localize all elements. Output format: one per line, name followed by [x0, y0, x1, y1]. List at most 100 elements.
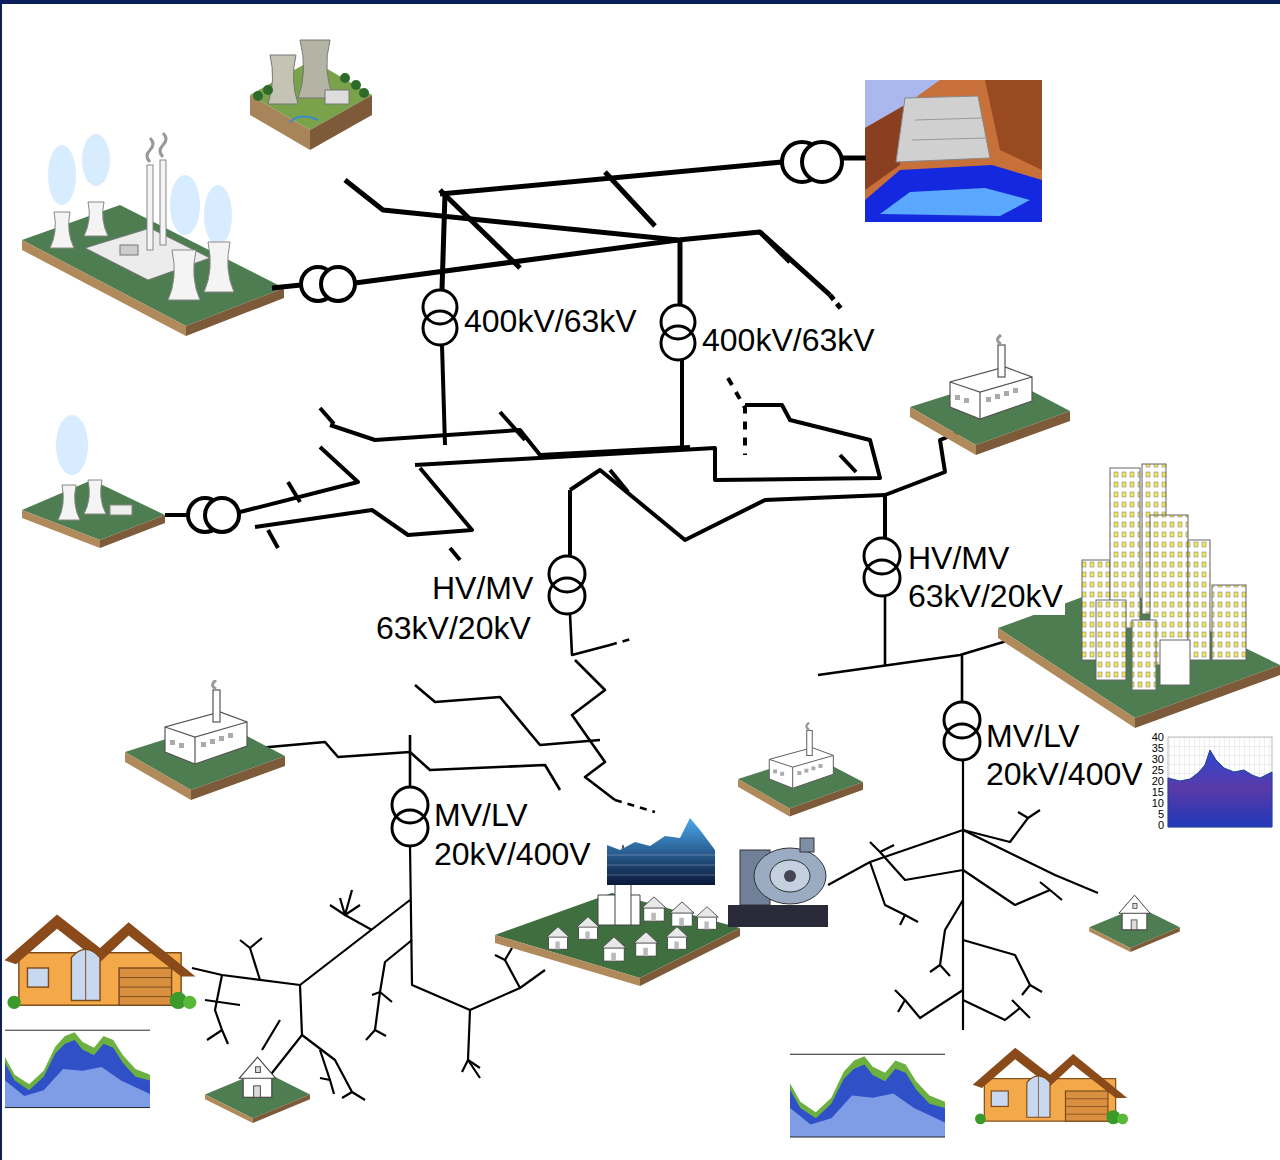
generator-transformer: [272, 267, 355, 301]
village-icon-part: [602, 937, 626, 961]
house-icon-part: [1089, 895, 1180, 952]
small-plant-icon-part: [110, 505, 132, 515]
distribution-line-part: [572, 660, 615, 800]
axis-tick-label: 20: [1148, 776, 1164, 787]
thermal-plant-icon-part: [120, 245, 138, 255]
transformer-symbol-part: [864, 538, 900, 574]
low-voltage-feeder-part: [900, 915, 918, 925]
gas-turbine-icon: [728, 838, 828, 927]
village-icon-part: [547, 927, 570, 950]
transmission-line-part: [678, 240, 683, 305]
low-voltage-feeder-part: [340, 898, 360, 915]
low-voltage-feeder-part: [963, 940, 1030, 985]
nuclear-plant-icon-part: [253, 91, 263, 101]
subtransmission-line: [240, 345, 965, 560]
transformer-symbol: [423, 290, 695, 360]
low-voltage-feeder-part: [205, 1000, 240, 1005]
low-voltage-feeder-part: [320, 1078, 334, 1094]
city-icon-part: [1160, 640, 1190, 685]
subtransmission-line-part: [568, 490, 572, 556]
thermal-plant-icon-part: [186, 288, 284, 336]
distribution-line-part: [884, 596, 887, 665]
small-plant-icon-part: [58, 485, 80, 520]
thermal-plant-icon-part: [82, 134, 110, 186]
factory-icon: [125, 335, 1070, 816]
low-voltage-feeder-part: [930, 965, 950, 976]
subtransmission-line-part: [288, 482, 300, 502]
low-voltage-feeder-part: [330, 905, 372, 930]
low-voltage-feeder-part: [828, 830, 963, 885]
city-icon-part: [1135, 665, 1280, 728]
transformer-label: HV/MV: [430, 570, 535, 607]
hydro-dam-icon-part: [912, 138, 986, 140]
subtransmission-line-part: [240, 447, 358, 512]
gas-turbine-icon-part: [800, 838, 814, 852]
load-profile-chart: [5, 737, 1272, 1139]
distribution-line-part: [415, 685, 600, 745]
frame-border-part: [0, 0, 1280, 4]
house-icon-part: [205, 1057, 310, 1123]
nuclear-plant-icon-part: [325, 90, 349, 104]
low-voltage-feeder-part: [1022, 985, 1042, 995]
axis-tick-label: 35: [1148, 743, 1164, 754]
nuclear-plant-icon-part: [290, 116, 318, 122]
transformer-label: 400kV/63kV: [700, 322, 877, 359]
low-voltage-feeder-part: [372, 992, 392, 1002]
low-voltage-feeder-part: [963, 818, 1028, 842]
axis-tick-label: 5: [1148, 809, 1164, 820]
hydro-dam-icon-part: [896, 96, 990, 162]
low-voltage-feeder-part: [462, 1060, 480, 1072]
factory-icon-part: [738, 723, 863, 817]
subtransmission-line-part: [500, 412, 525, 440]
transformer-symbol: [392, 702, 980, 846]
low-voltage-feeder-part: [495, 948, 512, 960]
load-profile-chart-part: [790, 1046, 945, 1139]
hydro-dam-icon: [865, 80, 1042, 222]
transformer-symbol-part: [661, 305, 695, 339]
village-icon-part: [615, 880, 631, 925]
thermal-plant-icon-part: [50, 212, 74, 248]
load-profile-chart-part: [607, 855, 715, 875]
transformer-label: 400kV/63kV: [462, 303, 639, 340]
low-voltage-feeder-part: [870, 862, 905, 915]
gas-turbine-icon-part: [754, 848, 826, 904]
low-voltage-feeder-part: [905, 990, 963, 1018]
axis-tick-label: 15: [1148, 787, 1164, 798]
distribution-line-part: [615, 800, 655, 812]
transformer-symbol-part: [944, 724, 980, 760]
nuclear-plant-icon-part: [359, 88, 369, 98]
transformer-label: MV/LV: [984, 718, 1082, 755]
hydro-dam-icon-part: [880, 188, 1030, 216]
transformer-label: HV/MV: [906, 540, 1011, 577]
village-icon-part: [666, 927, 689, 950]
load-profile-chart-part: [1168, 737, 1272, 827]
distribution-line-part: [610, 638, 635, 645]
load-profile-chart-part: [5, 1023, 150, 1110]
thermal-plant-icon-part: [170, 175, 200, 235]
subtransmission-line-part: [268, 530, 278, 548]
factory-icon-part: [125, 680, 285, 800]
generator-transformer-part: [205, 498, 239, 532]
low-voltage-feeder-part: [1040, 882, 1062, 900]
transmission-line-part: [345, 180, 830, 295]
subtransmission-line-part: [883, 495, 887, 538]
distribution-line-part: [818, 640, 1010, 675]
small-plant-icon-part: [84, 480, 106, 514]
load-profile-chart-part: [1168, 750, 1272, 827]
subtransmission-line-part: [255, 468, 472, 535]
thermal-plant-icon-part: [147, 165, 153, 250]
low-voltage-feeder: [192, 760, 1098, 1100]
low-voltage-feeder-part: [880, 852, 963, 880]
generator-transformer: [165, 498, 239, 532]
city-icon-part: [1212, 585, 1246, 660]
transformer-symbol-part: [864, 560, 900, 596]
thermal-plant-icon-part: [168, 250, 200, 300]
transformer-symbol: [549, 538, 900, 614]
low-voltage-feeder-part: [240, 938, 262, 948]
low-voltage-feeder-part: [302, 1035, 352, 1092]
low-voltage-feeder-part: [870, 842, 894, 852]
transformer-symbol-part: [549, 556, 585, 592]
transformer-label: 20kV/400V: [432, 836, 593, 873]
low-voltage-feeder-part: [963, 1000, 1020, 1020]
